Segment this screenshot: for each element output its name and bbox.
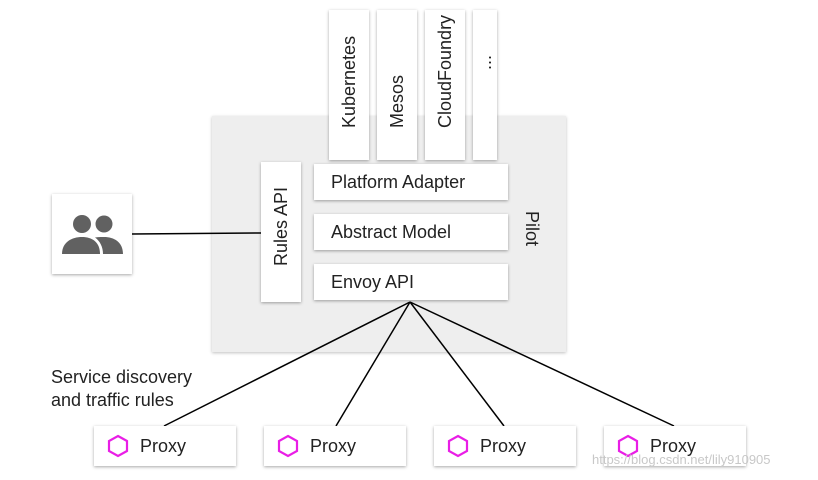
rules-api-box: Rules API <box>261 162 301 302</box>
proxy-label: Proxy <box>650 436 697 456</box>
abstract-model-box: Abstract Model <box>314 214 508 250</box>
proxy-box-1: Proxy <box>94 426 236 466</box>
abstract-model-label: Abstract Model <box>331 222 452 242</box>
proxy-label: Proxy <box>310 436 357 456</box>
service-discovery-label: Service discovery and traffic rules <box>51 366 192 412</box>
envoy-api-label: Envoy API <box>331 272 415 292</box>
proxy-label: Proxy <box>480 436 527 456</box>
proxy-box-3: Proxy <box>434 426 576 466</box>
platform-mesos: Mesos <box>377 10 417 160</box>
platform-adapter-box: Platform Adapter <box>314 164 508 200</box>
envoy-to-proxy-1-line <box>163 301 411 427</box>
hexagon-icon <box>107 434 129 458</box>
envoy-to-proxy-3-line <box>409 301 505 427</box>
users-to-rules-line <box>131 232 262 235</box>
people-icon <box>62 215 123 254</box>
envoy-to-proxy-2-line <box>335 301 411 427</box>
hexagon-icon <box>617 434 639 458</box>
proxy-label: Proxy <box>140 436 187 456</box>
platform-kubernetes: Kubernetes <box>329 10 369 160</box>
service-label-line1: Service discovery <box>51 367 193 387</box>
users-box <box>52 194 132 274</box>
envoy-api-box: Envoy API <box>314 264 508 300</box>
platform-adapter-label: Platform Adapter <box>331 172 466 192</box>
proxy-box-4: Proxy <box>604 426 746 466</box>
hexagon-icon <box>447 434 469 458</box>
service-label-line2: and traffic rules <box>51 390 174 410</box>
hexagon-icon <box>277 434 299 458</box>
envoy-to-proxy-4-line <box>409 301 675 427</box>
platform-cloudfoundry: CloudFoundry <box>425 10 465 160</box>
proxy-box-2: Proxy <box>264 426 406 466</box>
platform-more: ... <box>473 10 497 160</box>
watermark: https://blog.csdn.net/lily910905 <box>592 452 771 467</box>
